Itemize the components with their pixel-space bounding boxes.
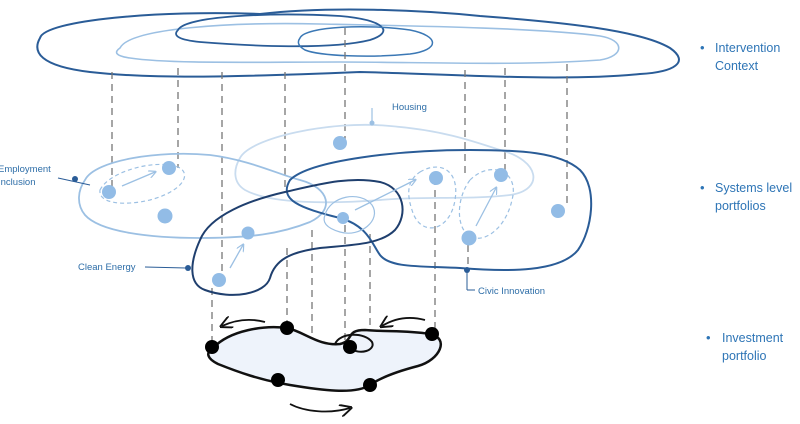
- context-inner-blob-a: [175, 13, 385, 48]
- civic-inner-dashed: [408, 166, 457, 229]
- investment-node-1: [205, 340, 219, 354]
- node-employment-2: [162, 161, 176, 175]
- context-outer-blob: [36, 8, 680, 79]
- investment-line2: portfolio: [722, 349, 767, 363]
- bullet-investment: •: [706, 330, 711, 345]
- bullet-intervention: •: [700, 40, 705, 55]
- intervention-context-shapes: [36, 8, 680, 79]
- node-clean-energy-2: [212, 273, 226, 287]
- investment-portfolio-shapes: [205, 318, 442, 411]
- context-inner-blob-b: [297, 25, 433, 57]
- investment-node-5: [271, 373, 285, 387]
- investment-inner-loop: [334, 333, 374, 353]
- intervention-context-line1: Intervention: [715, 41, 780, 55]
- civic-innovation-label: Civic Innovation: [478, 286, 545, 297]
- employment-label-line1: Employment: [0, 164, 51, 175]
- employment-inclusion-blob: [78, 152, 327, 239]
- node-civic-2: [429, 171, 443, 185]
- projection-lines: [111, 28, 568, 385]
- bullet-systems: •: [700, 180, 705, 195]
- node-civic-1: [337, 212, 349, 224]
- node-civic-4: [461, 230, 477, 246]
- civic-innovation-blob: [285, 148, 593, 271]
- investment-node-3: [343, 340, 357, 354]
- clean-energy-label: Clean Energy: [78, 262, 136, 273]
- investment-portfolio-blob: [207, 325, 442, 393]
- civic-inner-swirl: [323, 196, 375, 234]
- investment-node-6: [363, 378, 377, 392]
- investment-node-4: [425, 327, 439, 341]
- investment-arrows: [222, 318, 426, 411]
- employment-label-line2: Inclusion: [0, 177, 36, 188]
- node-housing: [333, 136, 347, 150]
- clean-energy-blob: [191, 178, 404, 296]
- systems-arrows: [121, 172, 496, 269]
- node-employment-3: [157, 208, 173, 224]
- node-employment-1: [102, 185, 116, 199]
- systems-nodes: [102, 136, 565, 287]
- investment-node-2: [280, 321, 294, 335]
- intervention-context-line2: Context: [715, 59, 759, 73]
- portfolio-labels: Housing Employment Inclusion Clean Energ…: [0, 102, 545, 297]
- systems-level-line2: portfolios: [715, 199, 766, 213]
- node-civic-3: [494, 168, 508, 182]
- employment-inner-dashed: [99, 163, 186, 204]
- investment-line1: Investment: [722, 331, 784, 345]
- systems-level-line1: Systems level: [715, 181, 792, 195]
- node-clean-energy-1: [241, 226, 255, 240]
- node-civic-5: [551, 204, 565, 218]
- investment-nodes: [205, 321, 439, 392]
- context-mid-blob: [115, 22, 620, 65]
- housing-portfolio-blob: [234, 123, 535, 204]
- housing-label: Housing: [392, 102, 427, 113]
- level-labels: • Intervention Context • Systems level p…: [700, 40, 792, 363]
- systems-level-shapes: [78, 123, 593, 296]
